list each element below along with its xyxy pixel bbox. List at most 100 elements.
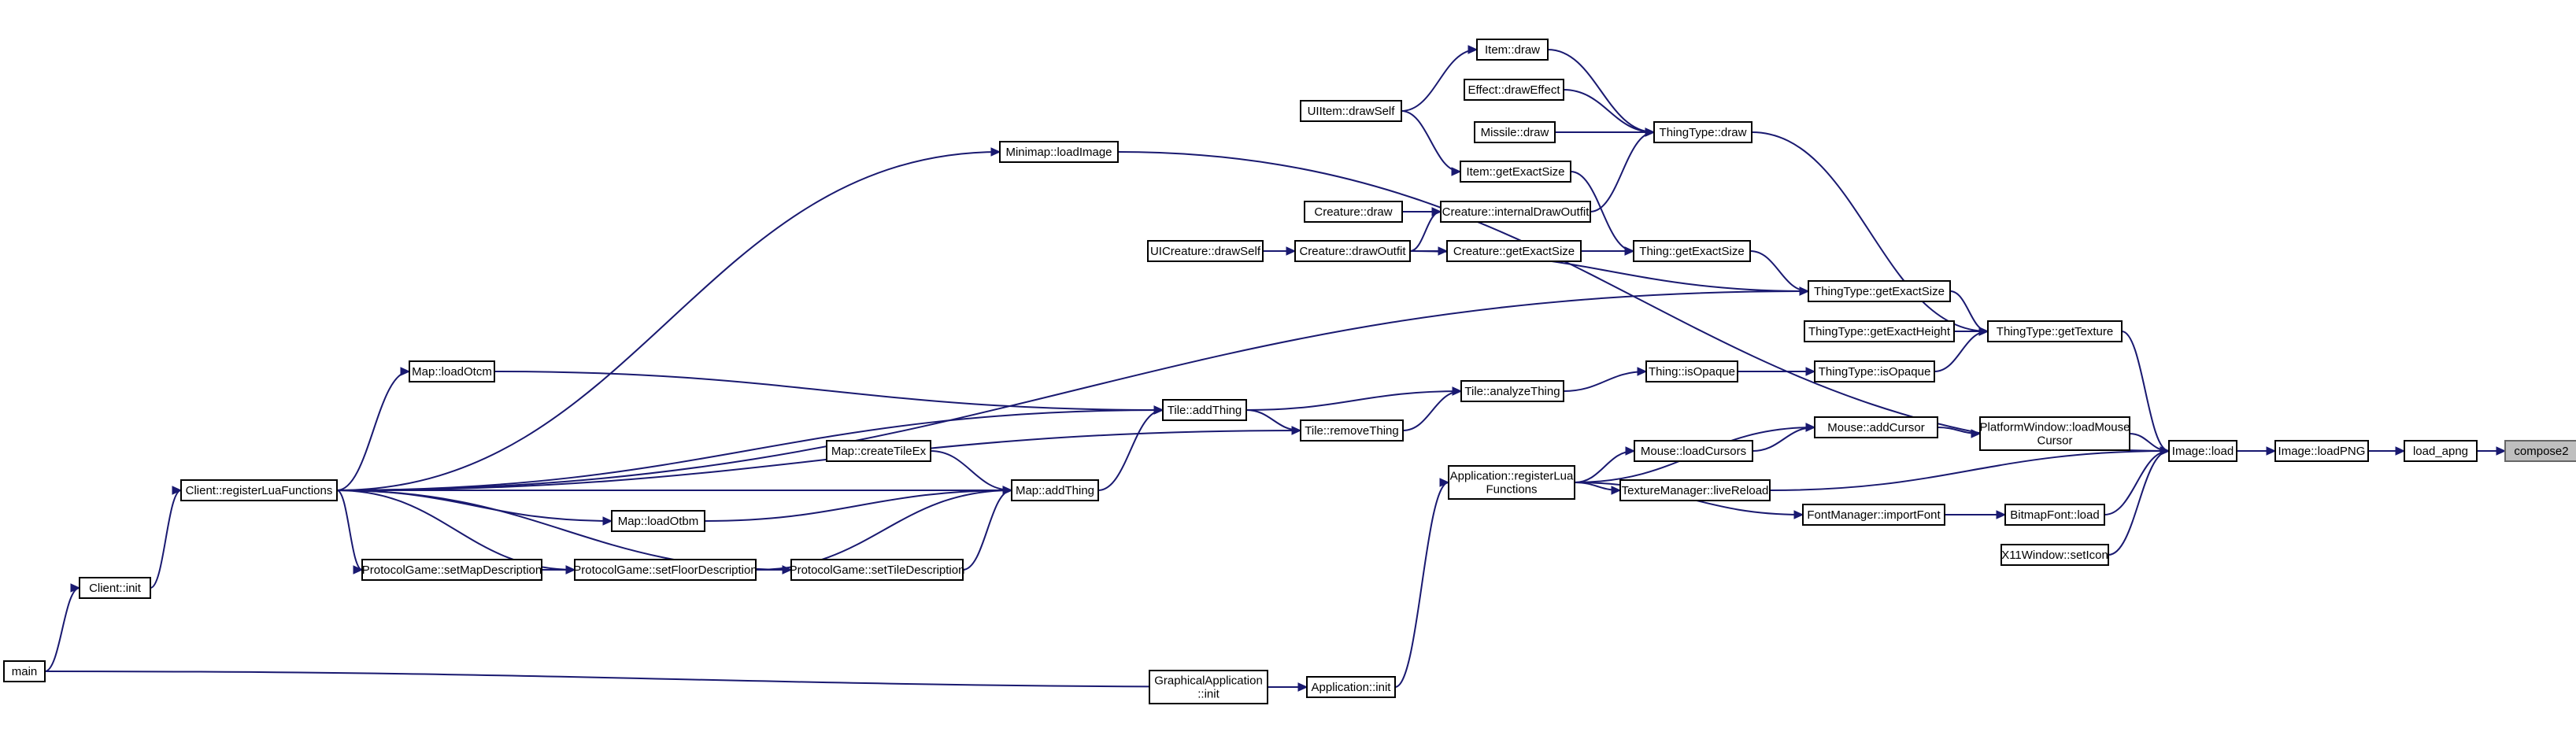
node-label: Image::loadPNG (2278, 445, 2366, 458)
node-mouse_loadcursors[interactable]: Mouse::loadCursors (1634, 440, 1753, 462)
edge-item_getexactsize-to-thing_getexactsize (1570, 171, 1634, 252)
node-map_addthing[interactable]: Map::addThing (1011, 479, 1099, 501)
arrowhead-application_registerluafunctions-to-mouse_loadcursors (1625, 446, 1636, 456)
node-label: FontManager::importFont (1807, 508, 1941, 522)
node-map_loadotbm[interactable]: Map::loadOtbm (611, 510, 705, 532)
edge-protocolgame_setfloordescription-to-map_addthing (755, 490, 1012, 571)
node-fontmanager_importfont[interactable]: FontManager::importFont (1802, 504, 1945, 526)
node-label: UICreature::drawSelf (1150, 245, 1261, 258)
node-box (1645, 360, 1738, 382)
node-creature_drawoutfit[interactable]: Creature::drawOutfit (1294, 240, 1411, 262)
node-label: Cursor (2037, 434, 2072, 448)
node-tile_addthing[interactable]: Tile::addThing (1162, 399, 1247, 421)
arrowhead-protocolgame_setmapdescription-to-protocolgame_setfloordescription (565, 565, 576, 575)
edge-client_registerluafunctions-to-protocolgame_settiledescription (336, 490, 792, 571)
node-uicreature_drawself[interactable]: UICreature::drawSelf (1147, 240, 1264, 262)
node-thingtype_isopaque[interactable]: ThingType::isOpaque (1814, 360, 1935, 382)
node-label: Functions (1486, 483, 1537, 497)
node-box (1162, 399, 1247, 421)
edge-client_registerluafunctions-to-minimap_loadimage (336, 151, 1001, 491)
node-label: Mouse::addCursor (1827, 421, 1924, 434)
node-item_draw[interactable]: Item::draw (1476, 39, 1549, 61)
edge-application_init-to-application_registerluafunctions (1394, 482, 1449, 688)
node-thing_getexactsize[interactable]: Thing::getExactSize (1633, 240, 1751, 262)
node-box (1619, 479, 1771, 501)
arrowhead-image_loadpng-to-load_apng (2395, 446, 2406, 456)
edge-texturemanager_livereload-to-image_load (1769, 450, 2170, 491)
node-application_registerluafunctions[interactable]: Application::registerLuaFunctions (1448, 465, 1575, 500)
node-application_init[interactable]: Application::init (1306, 676, 1396, 698)
node-label: X11Window::setIcon (2001, 549, 2108, 562)
node-protocolgame_settiledescription[interactable]: ProtocolGame::setTileDescription (790, 559, 965, 581)
node-label: Map::addThing (1016, 484, 1094, 497)
node-protocolgame_setmapdescription[interactable]: ProtocolGame::setMapDescription (361, 559, 542, 581)
node-label: PlatformWindow::loadMouse (1980, 421, 2130, 434)
node-label: Map::loadOtbm (618, 515, 699, 528)
edge-map_addthing-to-tile_addthing (1097, 409, 1164, 491)
node-creature_getexactsize[interactable]: Creature::getExactSize (1446, 240, 1582, 262)
node-map_loadotcm[interactable]: Map::loadOtcm (409, 360, 495, 382)
node-box (1464, 79, 1564, 101)
node-image_loadpng[interactable]: Image::loadPNG (2274, 440, 2369, 462)
arrowhead-minimap_loadimage-to-image_load (2160, 446, 2171, 456)
node-box (361, 559, 542, 581)
node-box (1460, 380, 1564, 402)
node-graphicalapplication_init[interactable]: GraphicalApplication::init (1149, 670, 1268, 704)
arrowhead-mouse_loadcursors-to-mouse_addcursor (1805, 423, 1816, 432)
node-label: Creature::getExactSize (1453, 245, 1575, 258)
node-label: Item::draw (1485, 43, 1540, 57)
node-label: ::init (1197, 688, 1220, 701)
node-thing_isopaque[interactable]: Thing::isOpaque (1645, 360, 1738, 382)
arrowhead-uiitem_drawself-to-item_draw (1468, 45, 1479, 54)
node-minimap_loadimage[interactable]: Minimap::loadImage (999, 141, 1119, 163)
edge-client_registerluafunctions-to-tile_removething (336, 430, 1301, 491)
node-effect_draweffect[interactable]: Effect::drawEffect (1464, 79, 1564, 101)
edge-x11window_seticon-to-image_load (2108, 450, 2170, 556)
node-compose2[interactable]: compose2 (2504, 440, 2576, 462)
node-texturemanager_livereload[interactable]: TextureManager::liveReload (1619, 479, 1771, 501)
node-x11window_seticon[interactable]: X11Window::setIcon (2000, 544, 2109, 566)
arrowhead-mouse_addcursor-to-platformwindow_loadmousecursor (1971, 429, 1982, 438)
node-box (1294, 240, 1411, 262)
node-mouse_addcursor[interactable]: Mouse::addCursor (1814, 416, 1938, 438)
node-box (1653, 121, 1752, 143)
node-label: Missile::draw (1481, 126, 1549, 139)
node-box (1474, 121, 1556, 143)
node-thingtype_gettexture[interactable]: ThingType::getTexture (1987, 320, 2123, 342)
node-map_createtileex[interactable]: Map::createTileEx (826, 440, 931, 462)
node-creature_draw[interactable]: Creature::draw (1304, 201, 1403, 223)
node-label: Item::getExactSize (1466, 165, 1564, 179)
arrowhead-creature_internaldrawoutfit-to-thingtype_draw (1645, 127, 1656, 137)
node-box (1814, 360, 1935, 382)
node-missile_draw[interactable]: Missile::draw (1474, 121, 1556, 143)
node-box (999, 141, 1119, 163)
node-box (1979, 416, 2130, 451)
arrowhead-uicreature_drawself-to-creature_drawoutfit (1286, 246, 1297, 256)
node-client_init[interactable]: Client::init (79, 577, 151, 599)
node-tile_analyzething[interactable]: Tile::analyzeThing (1460, 380, 1564, 402)
node-main[interactable]: main (3, 660, 46, 682)
node-protocolgame_setfloordescription[interactable]: ProtocolGame::setFloorDescription (573, 559, 757, 581)
node-label: Creature::draw (1314, 205, 1392, 219)
edge-map_loadotcm-to-tile_addthing (494, 371, 1164, 411)
node-thingtype_getexactsize[interactable]: ThingType::getExactSize (1808, 280, 1951, 302)
node-item_getexactsize[interactable]: Item::getExactSize (1460, 161, 1571, 183)
node-thingtype_draw[interactable]: ThingType::draw (1653, 121, 1752, 143)
node-label: GraphicalApplication (1154, 674, 1263, 688)
arrowhead-fontmanager_importfont-to-bitmapfont_load (1996, 510, 2007, 519)
node-image_load[interactable]: Image::load (2168, 440, 2237, 462)
edge-client_registerluafunctions-to-thingtype_getexactsize (336, 290, 1809, 491)
node-thingtype_getexactheight[interactable]: ThingType::getExactHeight (1804, 320, 1955, 342)
arrowhead-uiitem_drawself-to-item_getexactsize (1451, 167, 1462, 176)
node-creature_internaldrawoutfit[interactable]: Creature::internalDrawOutfit (1440, 201, 1591, 223)
node-label: Minimap::loadImage (1005, 146, 1112, 159)
arrowhead-tile_analyzething-to-thing_isopaque (1637, 367, 1648, 376)
node-load_apng[interactable]: load_apng (2404, 440, 2478, 462)
edge-uiitem_drawself-to-item_getexactsize (1401, 110, 1461, 172)
node-client_registerluafunctions[interactable]: Client::registerLuaFunctions (180, 479, 338, 501)
node-label: Image::load (2172, 445, 2234, 458)
node-uiitem_drawself[interactable]: UIItem::drawSelf (1300, 100, 1402, 122)
node-tile_removething[interactable]: Tile::removeThing (1300, 419, 1404, 442)
node-bitmapfont_load[interactable]: BitmapFont::load (2004, 504, 2105, 526)
